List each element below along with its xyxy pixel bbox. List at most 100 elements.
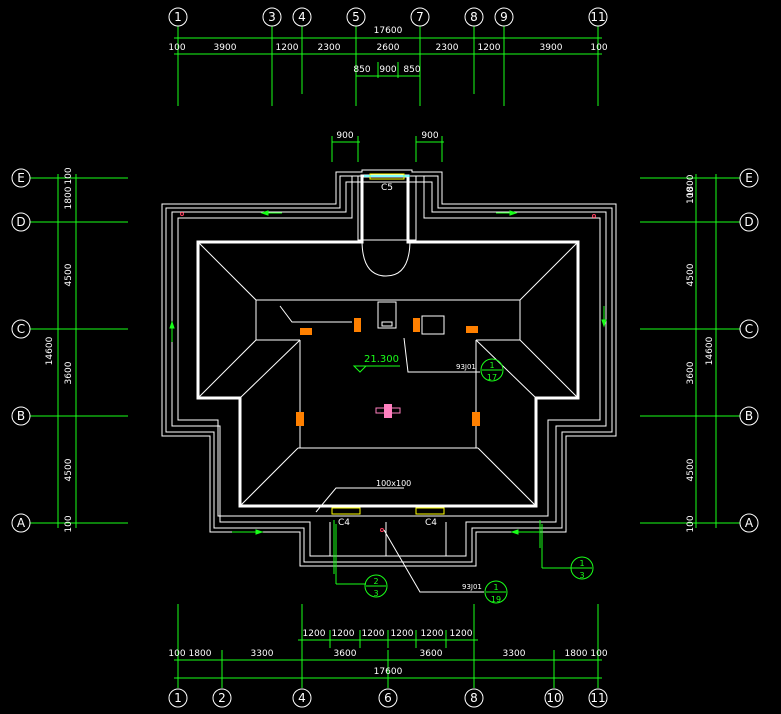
detail-ref-c: 2 3 [333, 520, 388, 598]
top-sub-dim-1: 900 [379, 65, 396, 75]
bottom-axis-bubble-0: 1 [168, 688, 188, 708]
ref-a-num: 1 [489, 361, 494, 370]
window-c4-right [415, 507, 445, 515]
left-axis-bubble-1-label: D [16, 215, 25, 229]
top-axis-bubble-6-label: 9 [500, 10, 508, 24]
top-axis-bubble-6: 9 [494, 7, 514, 27]
bottom-axis-bubble-6-label: 11 [590, 691, 605, 705]
bottom-upper-dim-3: 1200 [391, 629, 414, 639]
top-axis-bubble-2: 4 [292, 7, 312, 27]
top-axis-bubble-1-label: 3 [268, 10, 276, 24]
left-axis-bubble-4-label: A [17, 516, 26, 530]
right-axis-bubble-1-label: D [744, 215, 753, 229]
top-axis-bubble-3-label: 5 [352, 10, 360, 24]
opening-dims: 900 900 [331, 131, 444, 162]
top-sub-dim-2: 850 [403, 65, 420, 75]
window-c5-label: C5 [381, 183, 393, 193]
top-axis-bubble-4-label: 7 [416, 10, 424, 24]
bottom-total-dim: 17600 [374, 667, 403, 677]
left-dim-3: 3600 [64, 361, 74, 384]
top-axis-bubble-1: 3 [262, 7, 282, 27]
bottom-upper-dim-2: 1200 [362, 629, 385, 639]
bottom-axis-bubble-1: 2 [212, 688, 232, 708]
right-dim-2: 4500 [686, 263, 696, 286]
ref-b-code: 93J01 [462, 583, 482, 591]
opening-dim-left: 900 [336, 131, 353, 141]
right-dim-4: 4500 [686, 458, 696, 481]
bottom-upper-dim-1: 1200 [332, 629, 355, 639]
window-c4-left-label: C4 [338, 518, 350, 528]
left-axis-bubble-3: B [11, 406, 31, 426]
bottom-axis-bubble-3: 6 [378, 688, 398, 708]
left-dim-1: 1800 [64, 186, 74, 209]
drain-1 [300, 328, 312, 335]
bottom-axis-bubble-5: 10 [544, 688, 564, 708]
roof-hatch-2 [421, 315, 445, 335]
left-dim-2: 4500 [64, 263, 74, 286]
top-axis-bubble-7: 11 [588, 7, 608, 27]
slope-arrows [169, 210, 607, 535]
bottom-dim-5: 3300 [503, 649, 526, 659]
opening-dim-right: 900 [421, 131, 438, 141]
left-dim-4: 4500 [64, 458, 74, 481]
left-axis-bubble-1: D [11, 212, 31, 232]
right-dim-3: 3600 [686, 361, 696, 384]
top-axis-bubble-0-label: 1 [174, 10, 182, 24]
right-dim-1: 1800 [686, 174, 696, 197]
ref-a-den: 17 [487, 373, 497, 382]
window-c4-left [331, 507, 361, 515]
top-axis-bubble-7-label: 11 [590, 10, 605, 24]
top-dim-5: 2300 [436, 43, 459, 53]
left-axis-bubble-0: E [11, 168, 31, 188]
bottom-axis-bubble-3-label: 6 [384, 691, 392, 705]
top-sub-dim-0: 850 [353, 65, 370, 75]
right-dim-0: 100 [686, 187, 696, 204]
right-axis-bubble-3: B [739, 406, 759, 426]
right-axis-bubble-0: E [739, 168, 759, 188]
top-dim-4: 2600 [377, 43, 400, 53]
top-axis-bubble-5-label: 8 [470, 10, 478, 24]
top-dim-3: 2300 [318, 43, 341, 53]
ref-a-code: 93J01 [456, 363, 476, 371]
bottom-upper-dim-5: 1200 [450, 629, 473, 639]
top-total-dim: 17600 [374, 26, 403, 36]
right-axis-bubble-3-label: B [745, 409, 753, 423]
bottom-dim-0: 100 [168, 649, 185, 659]
left-axis-bubble-0-label: E [17, 171, 25, 185]
top-dim-8: 100 [590, 43, 607, 53]
drain-3 [413, 318, 420, 332]
ref-b-den: 19 [491, 595, 501, 604]
detail-ref-d: 1 3 [539, 520, 594, 580]
elevation-marker: 21.300 [352, 354, 400, 373]
bottom-axis-bubble-1-label: 2 [218, 691, 226, 705]
right-axis-bubble-4: A [739, 513, 759, 533]
top-dim-6: 1200 [478, 43, 501, 53]
bottom-axis-bubble-5-label: 10 [546, 691, 561, 705]
left-axis-bubble-3-label: B [17, 409, 25, 423]
bottom-dim-6: 1800 [565, 649, 588, 659]
bottom-upper-dim-4: 1200 [421, 629, 444, 639]
bottom-dim-1: 1800 [189, 649, 212, 659]
roof-vent [375, 404, 401, 418]
window-c4-right-label: C4 [425, 518, 437, 528]
roof-drains [296, 318, 480, 426]
beam-label: 100x100 [376, 479, 411, 488]
roof-hatch-1 [377, 301, 397, 329]
ref-c-den: 3 [373, 589, 378, 598]
ref-b-num: 1 [493, 583, 498, 592]
left-dim-0: 100 [64, 167, 74, 184]
drain-2 [354, 318, 361, 332]
top-dim-7: 3900 [540, 43, 563, 53]
right-axis-bubble-1: D [739, 212, 759, 232]
drain-4 [466, 326, 478, 333]
ref-c-num: 2 [373, 577, 378, 586]
right-axis-bubble-2-label: C [745, 322, 753, 336]
detail-ref-b: 93J01 1 19 [383, 529, 508, 604]
top-axis-bubble-2-label: 4 [298, 10, 306, 24]
right-axis-bubble-2: C [739, 319, 759, 339]
